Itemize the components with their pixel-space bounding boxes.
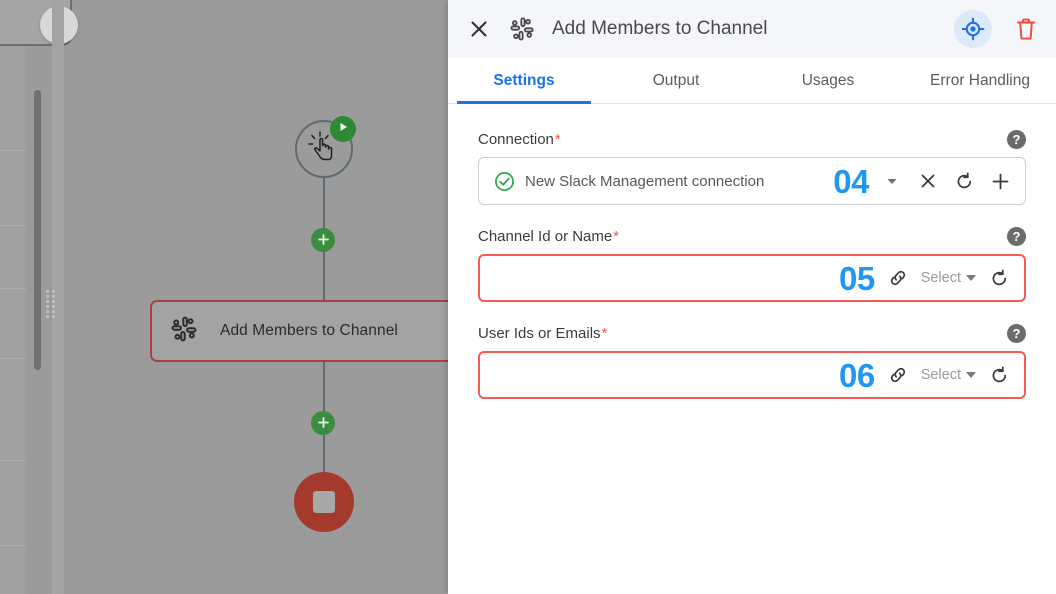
tab-label: Error Handling <box>930 71 1030 89</box>
chevron-down-icon[interactable] <box>879 168 905 194</box>
tab-label: Settings <box>493 71 555 89</box>
panel-header: Add Members to Channel <box>448 0 1056 58</box>
select-label: Select <box>920 270 961 286</box>
trash-icon[interactable] <box>1012 15 1040 43</box>
annotation-number-05: 05 <box>838 259 875 297</box>
workflow-node-add-members[interactable]: Add Members to Channel <box>150 300 448 362</box>
field-label-row: User Ids or Emails* ? <box>478 324 1026 343</box>
canvas-scrollbar-track[interactable] <box>52 0 64 594</box>
annotation-number-04: 04 <box>833 162 869 200</box>
add-step-button-1[interactable] <box>311 228 335 252</box>
help-icon[interactable]: ? <box>1007 130 1026 149</box>
tab-label: Output <box>652 71 700 89</box>
refresh-icon[interactable] <box>986 362 1012 388</box>
end-node[interactable] <box>294 472 354 532</box>
required-asterisk: * <box>613 228 620 245</box>
add-icon[interactable] <box>987 168 1013 194</box>
settings-form: Connection* ? New Slack Management conne… <box>448 104 1056 594</box>
click-hand-icon <box>307 130 341 169</box>
required-asterisk: * <box>601 325 608 342</box>
help-icon[interactable]: ? <box>1007 227 1026 246</box>
tab-settings[interactable]: Settings <box>448 58 600 104</box>
field-channel-id: Channel Id or Name* ? 05 <box>478 227 1026 302</box>
plus-icon <box>317 415 330 432</box>
workflow-node-label: Add Members to Channel <box>220 322 398 339</box>
select-label: Select <box>920 367 961 383</box>
chevron-down-icon <box>966 275 976 281</box>
field-label: User Ids or Emails* <box>478 325 607 342</box>
crosshair-target-icon[interactable] <box>954 10 992 48</box>
plus-icon <box>317 232 330 249</box>
tab-error-handling[interactable]: Error Handling <box>904 58 1056 103</box>
slack-icon <box>508 15 536 43</box>
help-icon[interactable]: ? <box>1007 324 1026 343</box>
workflow-canvas[interactable]: Add Members to Channel <box>0 0 448 594</box>
field-label-row: Connection* ? <box>478 130 1026 149</box>
run-node-badge[interactable] <box>330 116 356 142</box>
channel-id-input[interactable]: 05 Select <box>478 254 1026 302</box>
select-dropdown[interactable]: Select <box>921 367 976 383</box>
close-icon[interactable] <box>466 16 492 42</box>
panel-title: Add Members to Channel <box>552 18 768 39</box>
user-ids-input[interactable]: 06 Select <box>478 351 1026 399</box>
field-user-ids: User Ids or Emails* ? 06 <box>478 324 1026 399</box>
check-circle-icon <box>493 170 515 192</box>
required-asterisk: * <box>554 131 561 148</box>
tab-output[interactable]: Output <box>600 58 752 103</box>
clear-icon[interactable] <box>915 168 941 194</box>
add-step-button-2[interactable] <box>311 411 335 435</box>
field-label-row: Channel Id or Name* ? <box>478 227 1026 246</box>
field-label: Channel Id or Name* <box>478 228 619 245</box>
field-label-text: Channel Id or Name <box>478 228 613 245</box>
slack-icon <box>170 315 198 348</box>
canvas-scrollbar-thumb[interactable] <box>34 90 41 370</box>
field-connection: Connection* ? New Slack Management conne… <box>478 130 1026 205</box>
field-label: Connection* <box>478 131 561 148</box>
link-icon[interactable] <box>885 265 911 291</box>
connection-select[interactable]: New Slack Management connection 04 <box>478 157 1026 205</box>
annotation-number-06: 06 <box>838 356 875 394</box>
field-label-text: User Ids or Emails <box>478 325 601 342</box>
connection-value: New Slack Management connection <box>525 172 765 190</box>
link-icon[interactable] <box>885 362 911 388</box>
play-icon <box>337 120 349 138</box>
tab-label: Usages <box>801 71 855 89</box>
panel-resize-handle[interactable] <box>44 285 56 323</box>
field-label-text: Connection <box>478 131 554 148</box>
select-dropdown[interactable]: Select <box>921 270 976 286</box>
refresh-icon[interactable] <box>951 168 977 194</box>
canvas-left-strip <box>0 0 26 594</box>
panel-tabs: Settings Output Usages Error Handling <box>448 58 1056 104</box>
tab-usages[interactable]: Usages <box>752 58 904 103</box>
refresh-icon[interactable] <box>986 265 1012 291</box>
node-settings-panel: Add Members to Channel <box>448 0 1056 594</box>
chevron-down-icon <box>966 372 976 378</box>
stop-square-icon <box>313 491 335 513</box>
